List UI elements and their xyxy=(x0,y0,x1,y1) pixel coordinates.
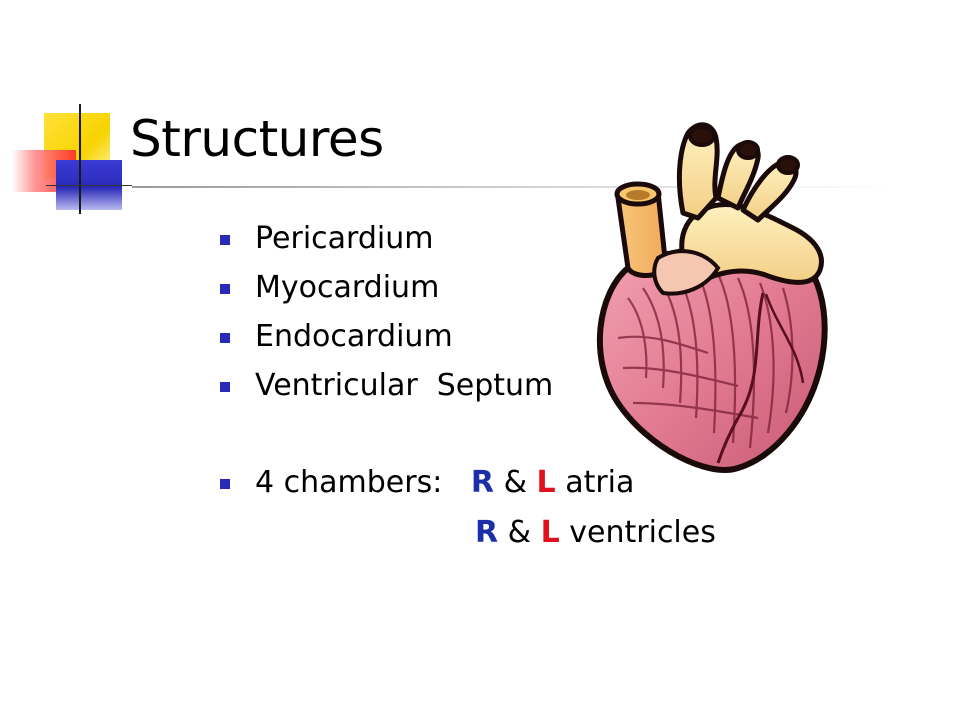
bullet-marker-icon xyxy=(220,333,230,343)
title-rule xyxy=(132,186,892,188)
bullet-marker-icon xyxy=(220,235,230,245)
ventricles-text: ventricles xyxy=(569,515,716,550)
ampersand: & xyxy=(503,465,527,500)
right-atrium xyxy=(652,249,721,296)
square-cluster-decoration xyxy=(0,0,140,230)
heart-illustration xyxy=(596,122,828,473)
bullet-marker-icon xyxy=(220,284,230,294)
ventricles-line: R & L ventricles xyxy=(475,508,716,557)
vertical-line xyxy=(79,104,81,214)
slide-title: Structures xyxy=(130,110,384,168)
coronary-artery xyxy=(716,292,765,464)
atria-text: atria xyxy=(565,465,635,500)
bullet-marker-icon xyxy=(220,382,230,392)
chambers-label: 4 chambers: xyxy=(255,465,443,500)
bullet-text: Ventricular Septum xyxy=(255,368,554,403)
bullet-text: Pericardium xyxy=(255,221,434,256)
bullet-text: Endocardium xyxy=(255,319,453,354)
ampersand: & xyxy=(507,515,532,550)
right-letter: R xyxy=(475,515,499,550)
aorta xyxy=(676,122,720,221)
left-letter: L xyxy=(536,465,556,500)
chambers-line: 4 chambers: R & L atria xyxy=(255,458,634,507)
bullet-text: Myocardium xyxy=(255,270,440,305)
heart-striations xyxy=(617,273,794,449)
right-letter: R xyxy=(470,465,495,500)
left-letter: L xyxy=(540,515,560,550)
bullet-marker-icon xyxy=(220,479,230,489)
horizontal-line xyxy=(46,185,132,186)
